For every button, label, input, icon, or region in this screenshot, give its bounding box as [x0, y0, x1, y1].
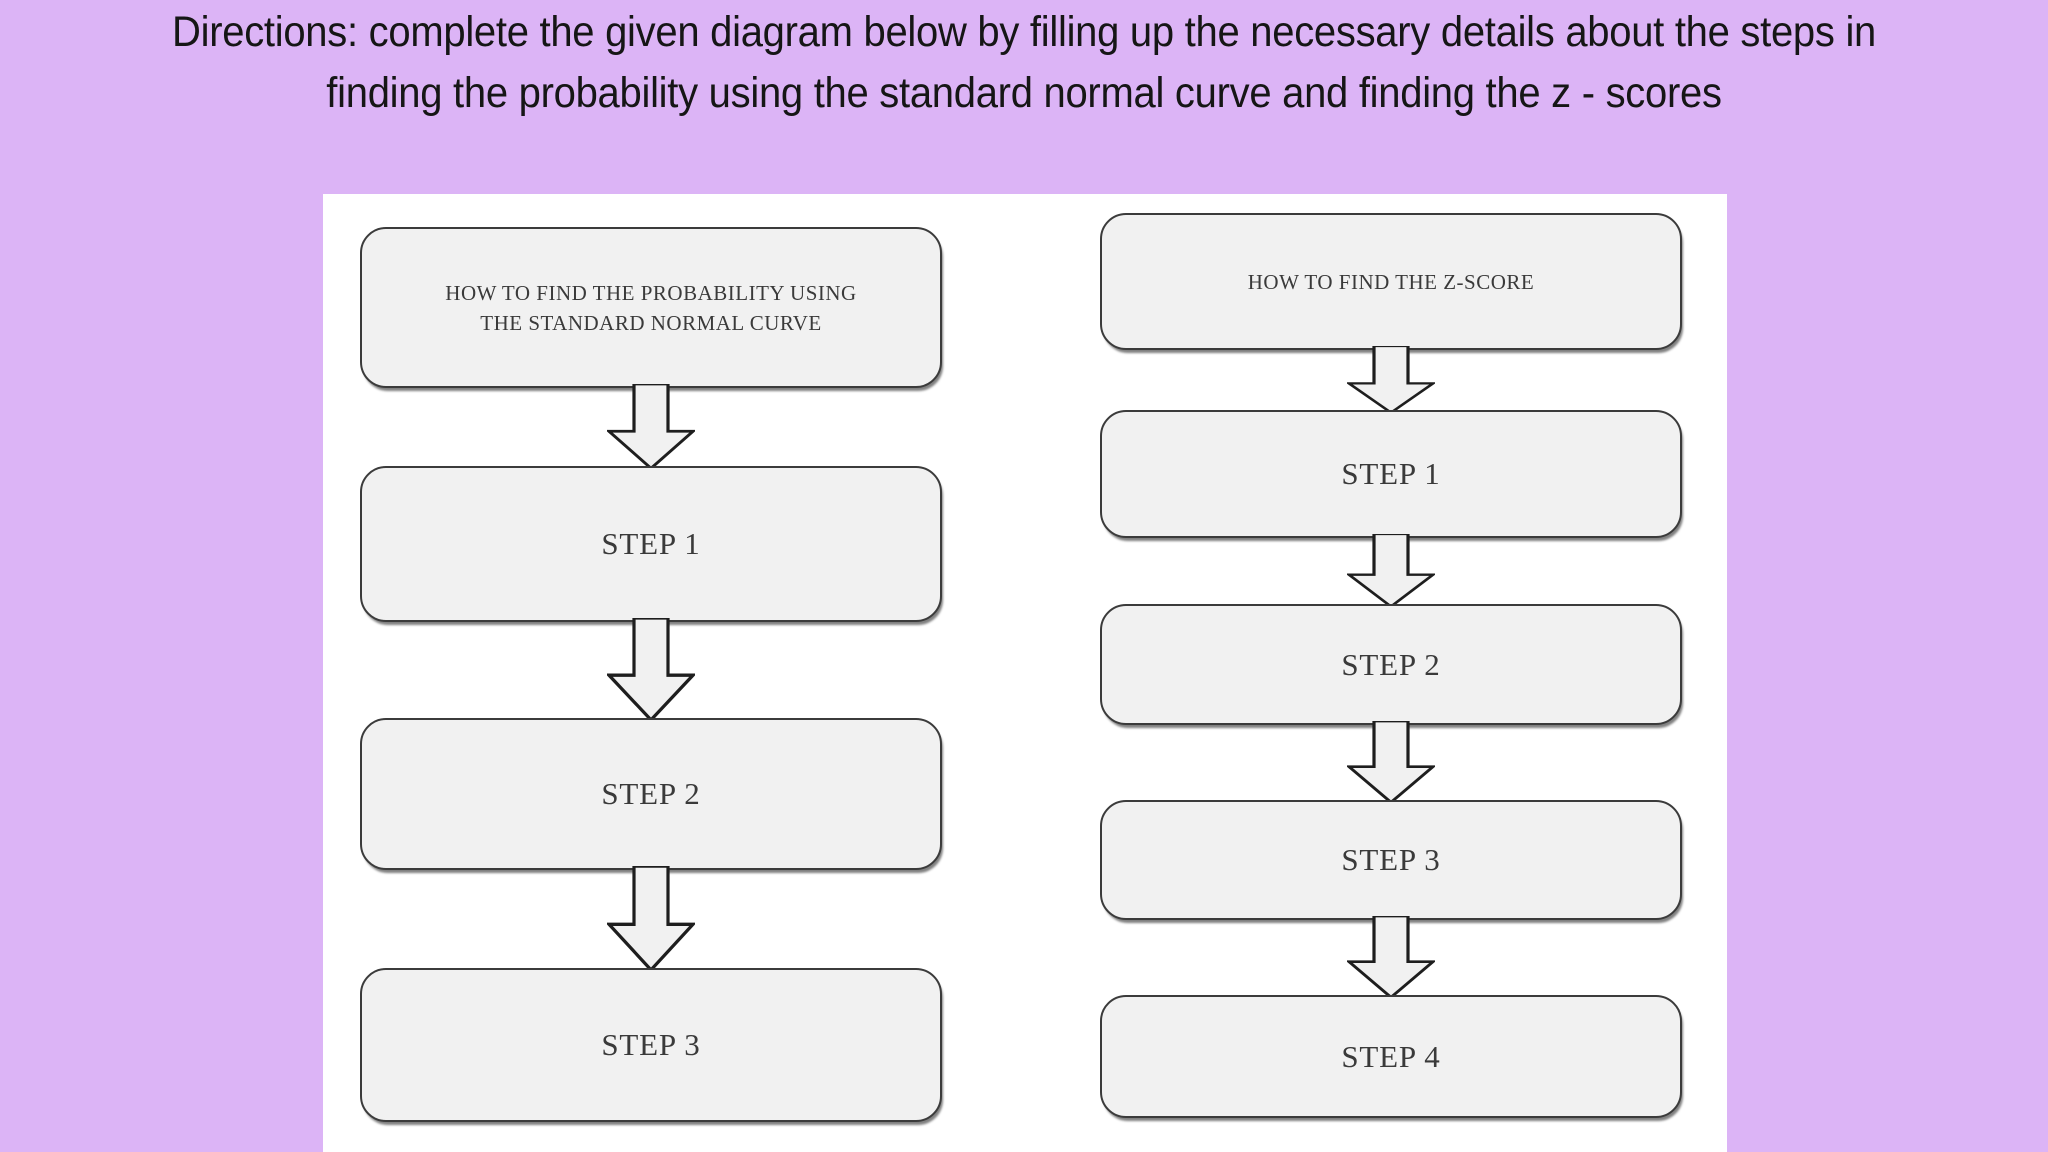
flow-box-label: STEP 4 — [1341, 1038, 1441, 1074]
flow-box-probability-header[interactable]: HOW TO FIND THE PROBABILITY USING THE ST… — [360, 227, 942, 388]
flow-box-zscore-step-1[interactable]: STEP 1 — [1100, 410, 1682, 538]
flow-box-probability-step-3[interactable]: STEP 3 — [360, 968, 942, 1122]
flow-box-label: HOW TO FIND THE Z-SCORE — [1247, 269, 1535, 294]
down-arrow-icon — [607, 384, 695, 470]
directions-heading: Directions: complete the given diagram b… — [171, 8, 1877, 117]
flow-box-label: STEP 3 — [1341, 842, 1441, 877]
diagram-panel: HOW TO FIND THE PROBABILITY USING THE ST… — [323, 194, 1727, 1152]
flow-box-probability-step-2[interactable]: STEP 2 — [360, 718, 942, 870]
down-arrow-icon — [1347, 346, 1435, 414]
flowchart-column-zscore: HOW TO FIND THE Z-SCORE STEP 1 STEP 2 — [1100, 194, 1682, 1152]
down-arrow-icon — [1347, 534, 1435, 608]
flow-box-label: STEP 2 — [1341, 646, 1441, 682]
down-arrow-icon — [607, 866, 695, 972]
down-arrow-icon — [1347, 916, 1435, 999]
flow-box-zscore-step-3[interactable]: STEP 3 — [1100, 800, 1682, 920]
flow-box-label: HOW TO FIND THE PROBABILITY USING THE ST… — [445, 280, 857, 335]
flow-box-probability-step-1[interactable]: STEP 1 — [360, 466, 942, 622]
flow-box-zscore-step-2[interactable]: STEP 2 — [1100, 604, 1682, 725]
flow-box-zscore-step-4[interactable]: STEP 4 — [1100, 995, 1682, 1118]
flow-box-label: STEP 3 — [601, 1027, 701, 1062]
flow-box-label: STEP 2 — [601, 776, 701, 811]
down-arrow-icon — [607, 618, 695, 722]
down-arrow-icon — [1347, 721, 1435, 804]
flow-box-label: STEP 1 — [1341, 456, 1441, 491]
flowchart-column-probability: HOW TO FIND THE PROBABILITY USING THE ST… — [360, 194, 942, 1152]
flow-box-label: STEP 1 — [601, 526, 701, 561]
flow-box-zscore-header[interactable]: HOW TO FIND THE Z-SCORE — [1100, 213, 1682, 350]
